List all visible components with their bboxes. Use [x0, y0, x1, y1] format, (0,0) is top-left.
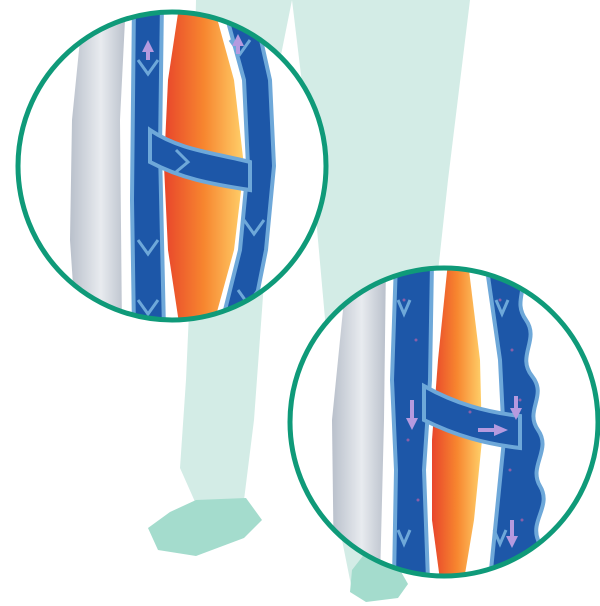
left-foot: [148, 498, 262, 556]
